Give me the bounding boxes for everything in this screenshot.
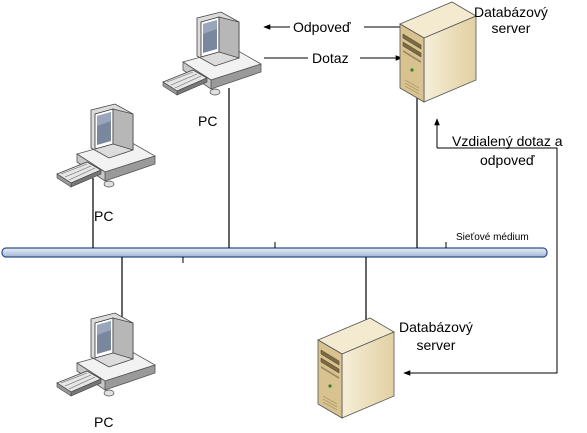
network-medium-label: Sieťové médium <box>456 232 529 243</box>
query-label: Dotaz <box>312 50 349 66</box>
database-server-icon-bottom <box>317 317 395 419</box>
bus-ticks <box>182 242 447 263</box>
pc-bottom-label: PC <box>94 414 114 430</box>
pc-icon-top <box>162 11 262 96</box>
response-label: Odpoveď <box>293 19 351 35</box>
pc-top-label: PC <box>198 113 218 129</box>
remote-query-label: Vzdialený dotaz a odpoveď <box>452 133 563 168</box>
db-server-bottom-label: Databázový server <box>399 319 473 353</box>
remote-query-line <box>403 118 558 376</box>
pc-icon-bottom <box>56 312 156 397</box>
database-server-icon-top <box>399 1 477 103</box>
network-bus <box>1 247 548 258</box>
pc-icon-left <box>56 103 156 188</box>
bus-connections <box>92 88 418 323</box>
request-response-arrows <box>263 24 403 61</box>
pc-left-label: PC <box>94 208 114 224</box>
db-server-top-label: Databázový server <box>474 4 548 36</box>
